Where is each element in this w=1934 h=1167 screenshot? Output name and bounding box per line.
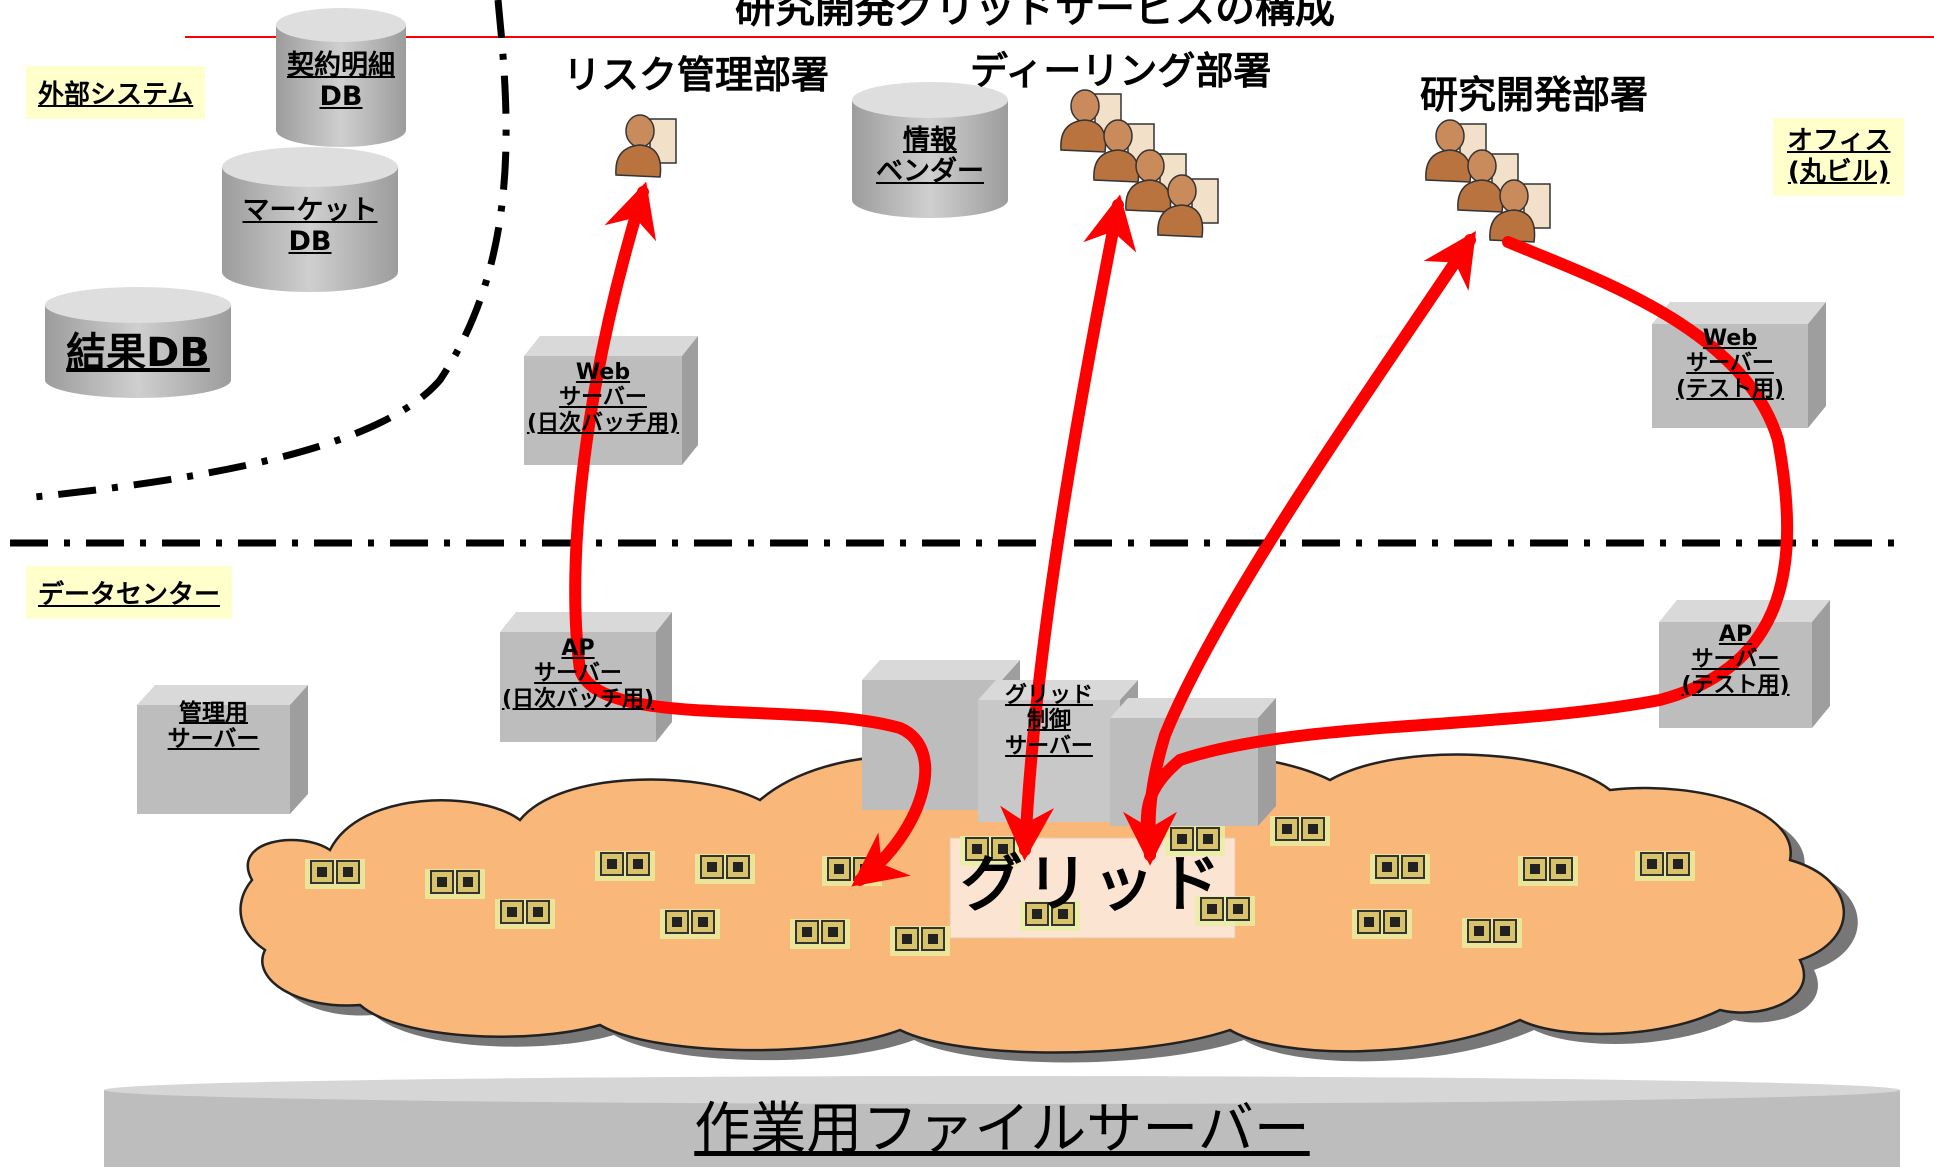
cpu-chip [304,858,366,890]
web-server-daily-label: Web サーバー (日次バッチ用) [526,360,680,436]
file-server-label: 作業用ファイルサーバー [694,1097,1310,1162]
dept-dealing-label: ディーリング部署 [970,49,1272,93]
cpu-chip [1634,850,1696,882]
arrow-rnd-web-test-loop [1140,236,1794,861]
dept-rnd-label: 研究開発部署 [1420,73,1649,117]
cpu-chip [1369,853,1431,885]
cpu-chip [1461,917,1523,949]
grid-control-server-label: グリッド 制御 サーバー [1004,683,1093,759]
cpu-chip [659,908,721,940]
contract-db-cylinder [276,8,406,147]
contract-db-label: 契約明細 DB [287,50,395,113]
vendor-db-label: 情報 ベンダー [876,125,984,188]
cpu-chip [1269,815,1331,847]
zone-tag-office: オフィス (丸ビル) [1773,118,1905,197]
admin-server-label: 管理用 サーバー [167,700,260,753]
ap-server-daily-label: AP サーバー (日次バッチ用) [501,636,655,712]
zone-tag-external: 外部システム [26,66,206,119]
result-db-label: 結果DB [66,330,210,376]
admin-server-cube [137,685,308,814]
cpu-chip [494,898,556,930]
data-flow-arrows [569,181,1794,887]
external-boundary-line [24,0,510,502]
arrow-risk-to-grid [569,181,932,887]
file-server-shape [104,1076,1900,1167]
dealing-staff-figure [1060,89,1219,238]
cpu-chip [594,850,656,882]
zone-tag-datacenter: データセンター [26,566,233,619]
ap-server-test-cube [1659,600,1830,728]
web-server-test-label: Web サーバー (テスト用) [1675,326,1785,402]
market-db-label: マーケット DB [242,195,378,258]
cpu-chip [424,868,486,900]
risk-staff-figure [615,114,677,178]
page-title: 研究開発グリッドサービスの構成 [735,0,1335,32]
market-db-cylinder [222,147,398,292]
rnd-staff-figure [1425,119,1551,243]
arrow-dealing-to-grid [1000,194,1137,861]
grid-label: グリッド [960,847,1225,920]
cpu-chip [694,853,756,885]
dept-risk-label: リスク管理部署 [563,53,830,97]
cpu-chip [789,918,851,950]
ap-server-test-label: AP サーバー (テスト用) [1681,622,1790,698]
cpu-chip [889,925,951,957]
web-server-test-cube [1652,302,1826,428]
result-db-cylinder [45,287,231,398]
cpu-chip [1517,855,1579,887]
cpu-chip [1351,908,1413,940]
